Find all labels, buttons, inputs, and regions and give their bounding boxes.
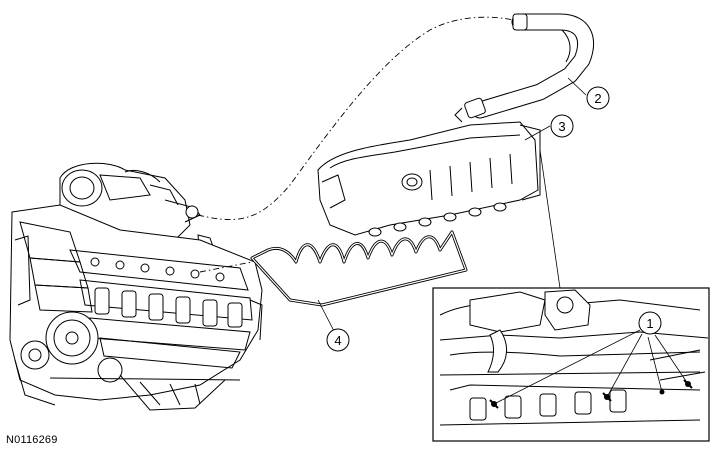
- figure-id: N0116269: [6, 434, 58, 446]
- callout-1: 1: [638, 311, 662, 335]
- callout-1-label: 1: [646, 316, 653, 331]
- valve-cover-gasket: [250, 230, 468, 307]
- callout-4: 4: [326, 328, 350, 352]
- routing-line-gasket: [199, 261, 253, 273]
- pcv-hose: [454, 13, 594, 123]
- valve-cover: [317, 121, 541, 237]
- routing-line-hose: [197, 16, 514, 220]
- leader-lines: [317, 77, 587, 334]
- callout-2: 2: [586, 86, 610, 110]
- callout-2-label: 2: [594, 91, 601, 106]
- callout-3: 3: [550, 114, 574, 138]
- callout-4-label: 4: [334, 333, 341, 348]
- engine-assembly: [9, 162, 263, 411]
- inset-detail: [432, 287, 710, 442]
- callout-3-label: 3: [558, 119, 565, 134]
